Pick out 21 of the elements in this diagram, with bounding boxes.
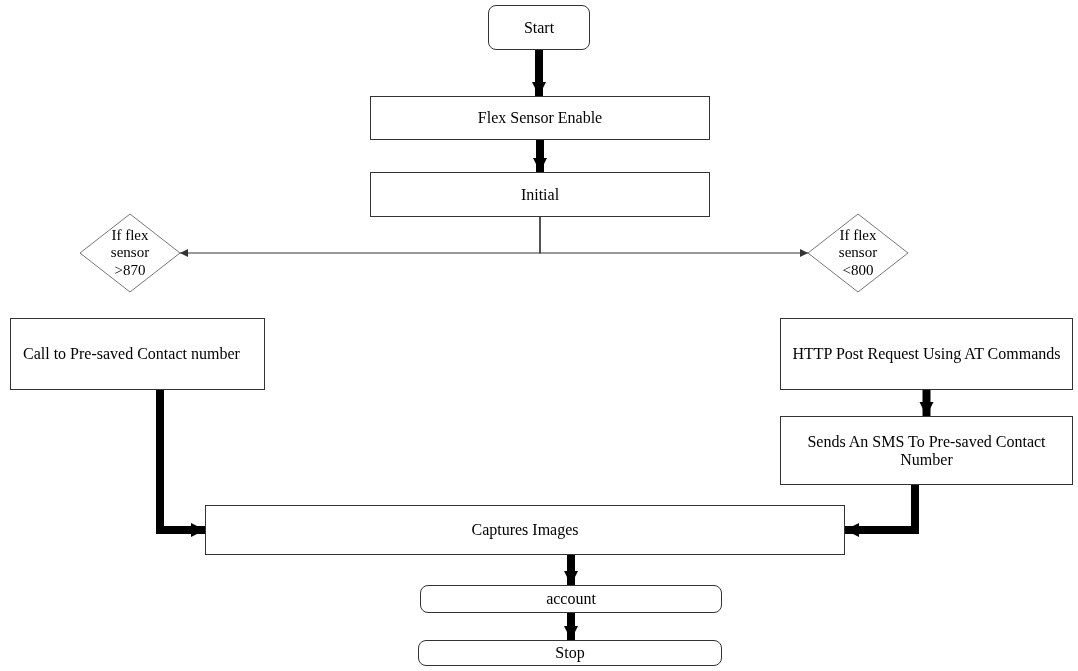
arrow	[564, 613, 578, 640]
arrow	[919, 390, 934, 416]
arrow	[564, 555, 578, 585]
arrow	[533, 140, 547, 172]
terminal-box: account	[420, 585, 722, 613]
terminal-box: Stop	[418, 640, 722, 666]
terminal-box: Start	[488, 5, 590, 50]
arrow	[532, 50, 546, 96]
process-box: Captures Images	[205, 505, 845, 555]
decision-node	[808, 214, 908, 292]
decision-label: If flex sensor >870	[109, 227, 151, 279]
arrow	[845, 485, 919, 537]
decision-node	[80, 214, 180, 292]
process-box: Call to Pre-saved Contact number	[10, 318, 265, 390]
arrow	[539, 216, 809, 257]
process-box: Sends An SMS To Pre-saved Contact Number	[780, 416, 1073, 485]
process-box: Initial	[370, 172, 710, 217]
process-box: HTTP Post Request Using AT Commands	[780, 318, 1073, 390]
arrow	[156, 390, 205, 537]
decision-label: If flex sensor <800	[837, 227, 879, 279]
process-box: Flex Sensor Enable	[370, 96, 710, 140]
